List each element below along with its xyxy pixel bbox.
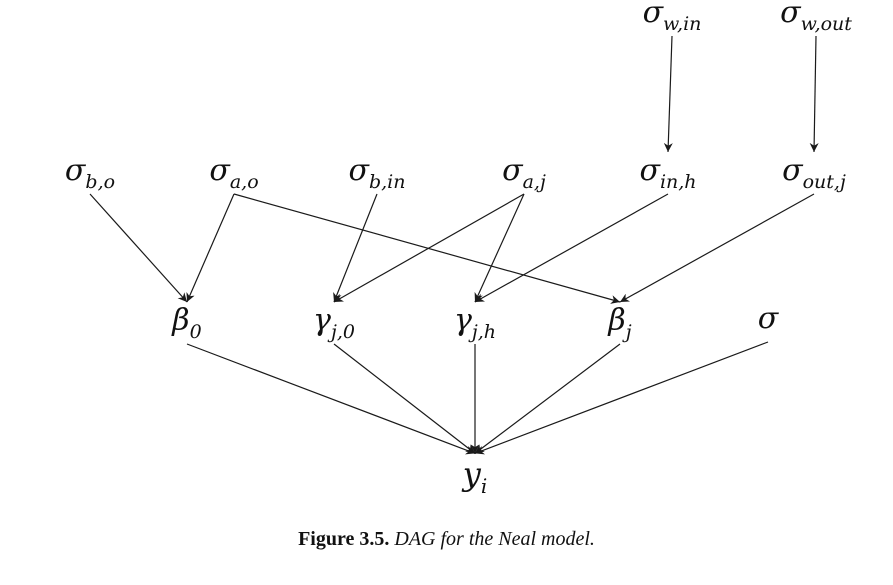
edge-sigma-w-out-to-sigma-out-j [809,35,819,153]
edge-sigma-a-o-to-beta-0 [186,193,235,303]
edge-beta-0-to-y-i [186,343,476,455]
figure-caption: Figure 3.5. DAG for the Neal model. [0,528,893,551]
node-gamma-j0: γj,0 [313,303,355,343]
edge-sigma-a-o-to-beta-j [233,193,621,304]
node-beta-j: βj [607,303,631,343]
edge-sigma-w-in-to-sigma-in-h [663,35,673,153]
node-sigma-in-h: σin,h [639,153,696,193]
node-sigma: σ [758,301,780,336]
edge-sigma-b-o-to-beta-0 [89,193,188,303]
edge-sigma-out-j-to-beta-j [619,193,815,303]
dag-nodes: σw,in σw,out σb,o σa,o σb,in σa,j σin,h σout,j β… [65,0,852,498]
edge-beta-j-to-y-i [474,343,621,454]
dag-edges [89,35,819,455]
node-beta-0: β0 [171,303,201,343]
node-sigma-b-o: σb,o [65,153,115,193]
node-sigma-a-o: σa,o [209,153,258,193]
figure-caption-text: DAG for the Neal model. [394,528,595,550]
node-sigma-w-in: σw,in [643,0,702,35]
edge-gamma-j0-to-y-i [333,343,476,454]
figure-number: Figure 3.5. [298,528,390,550]
edge-sigma-b-in-to-gamma-j0 [333,193,378,303]
edge-sigma-a-j-to-gamma-j0 [333,193,525,303]
node-sigma-b-in: σb,in [349,153,406,193]
edge-sigma-a-j-to-gamma-jh [474,193,525,303]
node-sigma-w-out: σw,out [780,0,852,35]
edge-sigma-to-y-i [474,341,769,455]
node-y-i: yi [461,455,487,498]
edge-sigma-in-h-to-gamma-jh [474,193,669,303]
node-sigma-out-j: σout,j [782,153,846,193]
node-gamma-jh: γj,h [454,303,496,343]
node-sigma-a-j: σa,j [502,153,546,193]
